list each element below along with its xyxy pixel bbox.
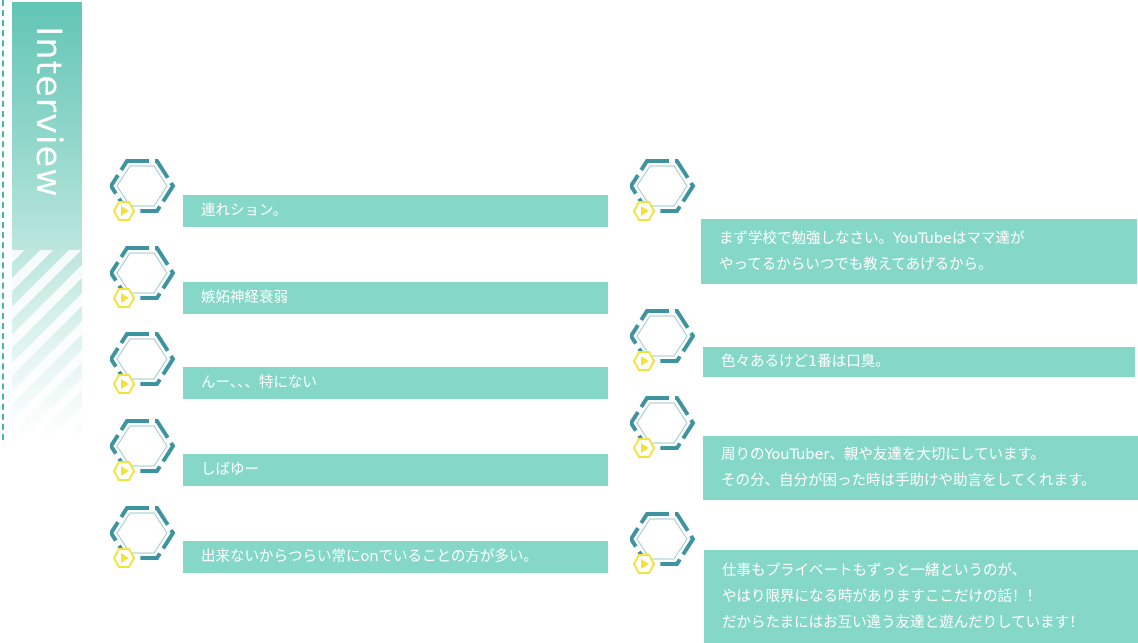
play-badge-icon [632, 554, 656, 574]
hexagon-frame-icon [110, 243, 178, 311]
answer-line: やってるからいつでも教えてあげるから。 [719, 256, 993, 273]
answer-bubble: 嫉妬神経衰弱 [183, 282, 608, 314]
hexagon-frame-icon [630, 393, 698, 461]
dashed-guide-line [2, 0, 4, 440]
answer-text: んー、、、特にない [201, 375, 317, 391]
answer-line: その分、自分が困った時は手助けや助言をしてくれます。 [721, 473, 1096, 489]
hexagon-frame-icon [630, 306, 698, 374]
hexagon-frame-icon [630, 156, 698, 224]
hexagon-frame-icon [630, 509, 698, 577]
answer-text: 連れション。 [201, 203, 288, 219]
play-badge-icon [112, 201, 136, 221]
hexagon-frame-icon [110, 329, 178, 397]
answer-bubble: しばゆー [183, 454, 608, 486]
hexagon-frame-icon [110, 156, 178, 224]
play-badge-icon [112, 461, 136, 481]
answer-text: しばゆー [201, 462, 259, 478]
hexagon-frame-icon [110, 416, 178, 484]
answer-bubble: 仕事もプライベートもずっと一緒というのが、 やはり限界になる時がありますここだけ… [704, 550, 1138, 643]
answer-bubble: 連れション。 [183, 195, 608, 227]
hexagon-frame-icon [110, 503, 178, 571]
section-title: Interview [28, 26, 68, 198]
play-badge-icon [632, 351, 656, 371]
play-badge-icon [632, 201, 656, 221]
play-badge-icon [112, 548, 136, 568]
answer-text: 嫉妬神経衰弱 [201, 290, 288, 306]
answer-bubble: 色々あるけど1番は口臭。 [703, 347, 1135, 377]
answer-line: まず学校で勉強しなさい。YouTubeはママ達が [719, 230, 1025, 247]
answer-line: 色々あるけど1番は口臭。 [721, 354, 890, 370]
answer-bubble: まず学校で勉強しなさい。YouTubeはママ達が やってるからいつでも教えてあげ… [701, 219, 1137, 284]
section-banner: Interview [12, 2, 82, 440]
answer-bubble: 周りのYouTuber、親や友達を大切にしています。 その分、自分が困った時は手… [703, 436, 1138, 500]
answer-bubble: 出来ないからつらい常にonでいることの方が多い。 [183, 541, 608, 573]
play-badge-icon [632, 438, 656, 458]
play-badge-icon [112, 288, 136, 308]
banner-stripes [12, 250, 82, 440]
answer-line: 仕事もプライベートもずっと一緒というのが、 [722, 562, 1027, 579]
play-badge-icon [112, 374, 136, 394]
answer-text: 出来ないからつらい常にonでいることの方が多い。 [201, 549, 538, 565]
answer-line: だからたまにはお互い違う友達と遊んだりしています！ [722, 614, 1084, 631]
answer-bubble: んー、、、特にない [183, 367, 608, 399]
answer-line: 周りのYouTuber、親や友達を大切にしています。 [721, 447, 1046, 463]
answer-line: やはり限界になる時がありますここだけの話！！ [722, 588, 1041, 605]
